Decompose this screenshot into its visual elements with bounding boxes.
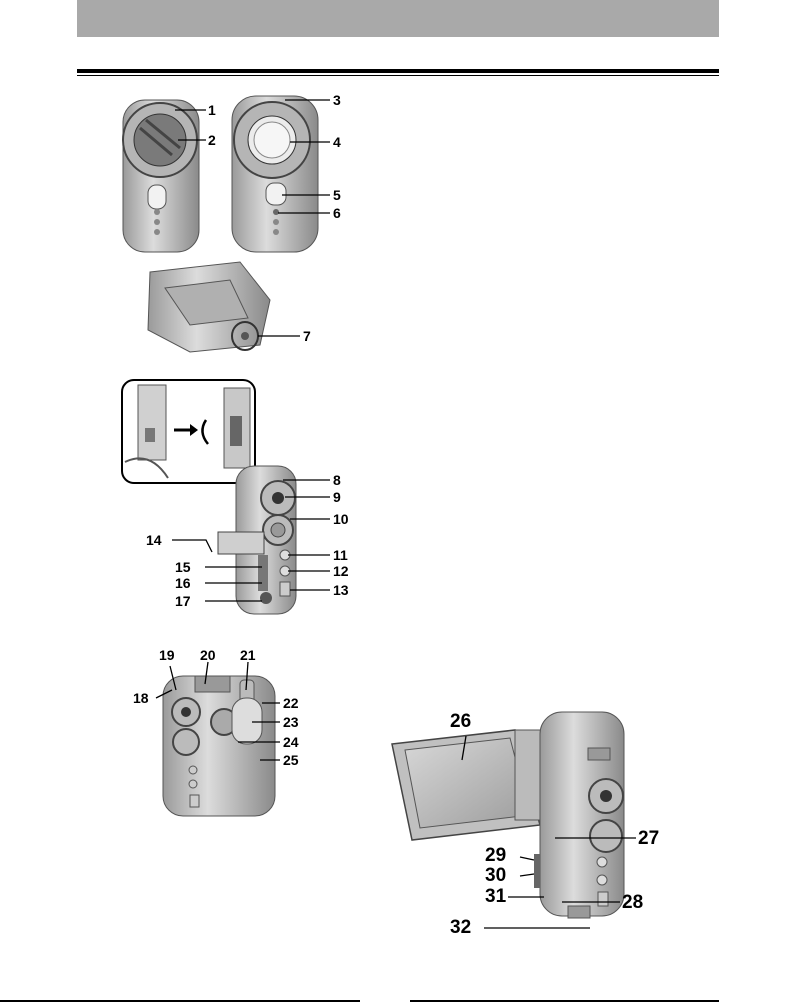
callout-26: 26 (450, 711, 472, 732)
page-header-bar (77, 0, 719, 37)
footer-rule-left (0, 1000, 360, 1002)
leader-lines (155, 99, 636, 929)
callout-29: 29 (485, 845, 507, 866)
callout-12: 12 (333, 563, 349, 579)
callout-30: 30 (485, 865, 507, 886)
callout-31: 31 (485, 886, 507, 907)
callout-20: 20 (200, 647, 216, 663)
callout-16: 16 (175, 575, 191, 591)
side-view-terminal-cover (121, 379, 297, 615)
callout-25: 25 (283, 752, 299, 768)
callout-15: 15 (175, 559, 191, 575)
callout-6: 6 (333, 205, 341, 221)
callout-21: 21 (240, 647, 256, 663)
callout-27: 27 (638, 828, 660, 849)
callout-11: 11 (333, 547, 348, 563)
callout-2: 2 (208, 132, 216, 148)
callout-8: 8 (333, 472, 341, 488)
front-view-lens-cover-closed (122, 99, 200, 253)
callout-4: 4 (333, 134, 341, 150)
rear-top-view (162, 675, 276, 817)
footer-rule-right (410, 1000, 719, 1002)
callout-5: 5 (333, 187, 341, 203)
callout-3: 3 (333, 92, 341, 108)
callout-14: 14 (146, 532, 162, 548)
callout-10: 10 (333, 511, 349, 527)
lcd-open-view (391, 711, 625, 919)
callout-28: 28 (622, 892, 644, 913)
callout-19: 19 (159, 647, 175, 663)
callout-32: 32 (450, 917, 472, 938)
callout-22: 22 (283, 695, 299, 711)
callout-18: 18 (133, 690, 149, 706)
header-rule-thick (77, 69, 719, 73)
callout-23: 23 (283, 714, 299, 730)
callout-13: 13 (333, 582, 349, 598)
callout-9: 9 (333, 489, 341, 505)
bottom-view (147, 261, 271, 353)
callout-24: 24 (283, 734, 299, 750)
header-rule-thin (77, 75, 719, 76)
callout-7: 7 (303, 328, 311, 344)
callout-17: 17 (175, 593, 191, 609)
callout-1: 1 (208, 102, 216, 118)
front-view-lens-cover-open (231, 95, 319, 253)
